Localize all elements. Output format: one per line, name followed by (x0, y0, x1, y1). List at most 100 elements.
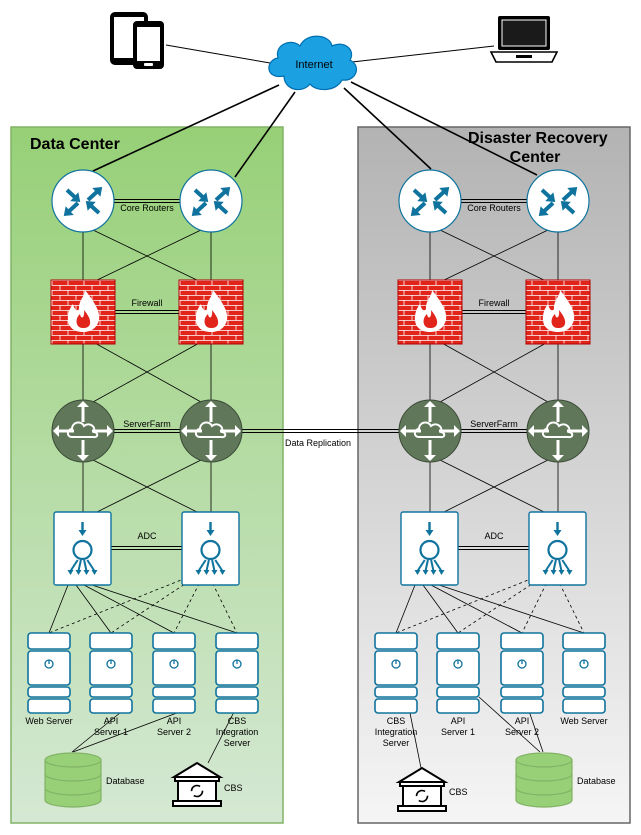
adc-out-arrow (544, 559, 554, 572)
data-center-title: Data Center (30, 136, 120, 153)
database-label-line: Database (577, 776, 616, 786)
server-label-4-line: Integration (216, 727, 259, 737)
cbs-label: CBS (449, 787, 468, 797)
adc-ring (547, 539, 568, 561)
adc-server-link-backup (395, 577, 534, 634)
farm-arrowhead (53, 425, 59, 437)
router-arrowhead (432, 200, 443, 211)
adc-out-arrowhead (430, 570, 437, 575)
adc-out-arrow (211, 559, 216, 572)
flame-shape (195, 290, 228, 332)
adc-out-arrowhead (550, 570, 557, 575)
adc-ring (200, 539, 221, 561)
router-arrowhead (567, 186, 578, 197)
farm-arrowhead (424, 455, 436, 461)
adc-icon (53, 511, 112, 586)
api1-db-link (71, 707, 127, 753)
router-arrowhead (417, 192, 428, 203)
api1-db-link (478, 696, 541, 753)
adc-out-arrowhead (203, 570, 210, 575)
adc-out-arrowhead (83, 570, 90, 575)
cbs-label-line: CBS (224, 783, 243, 793)
farm-arrowhead (205, 401, 217, 407)
server-label-3-line: API (515, 716, 530, 726)
dr-center-title: Disaster Recovery Center (468, 130, 612, 166)
router-icon (398, 169, 462, 233)
server-farm-icon (526, 399, 590, 463)
adc-in-arrowhead (425, 530, 434, 536)
tablet-phone-icon (110, 12, 164, 69)
adc-out-arrowhead (91, 570, 98, 575)
data-replication-label: Data Replication (285, 438, 351, 448)
adc-icon (400, 511, 459, 586)
core-routers-label-line: Core Routers (467, 203, 521, 213)
link-line (92, 229, 202, 283)
link-line (92, 341, 202, 403)
adc-out-arrowhead (75, 570, 82, 575)
flame-shape (414, 290, 447, 332)
adc-out-arrow (77, 559, 82, 572)
adc-label-line: ADC (137, 531, 157, 541)
router-arrowhead (92, 186, 103, 197)
router-arrowhead (213, 200, 224, 211)
server-icon (27, 632, 71, 714)
adc-out-arrow (433, 559, 443, 572)
bank-icon (170, 761, 224, 807)
farm-arrowhead (77, 401, 89, 407)
adc-out-arrowhead (542, 570, 549, 575)
server-icon (374, 632, 418, 714)
server-label-2-line: Server 1 (94, 727, 128, 737)
adc-server-link (75, 584, 112, 634)
dr-title-line-1: Disaster Recovery (468, 130, 608, 147)
link-line (439, 459, 549, 515)
flame-core (551, 310, 566, 328)
router-arrowhead (198, 192, 209, 203)
core-routers-label: Core Routers (467, 203, 521, 213)
database-label: Database (106, 776, 145, 786)
cbs-label-line: CBS (449, 787, 468, 797)
router-icon (526, 169, 590, 233)
adc-out-arrowhead (558, 570, 565, 575)
router-arrowhead (439, 186, 450, 197)
refresh-glyph (415, 789, 429, 803)
core-routers-label: Core Routers (120, 203, 174, 213)
database-label: Database (577, 776, 616, 786)
server-farm-icon (179, 399, 243, 463)
adc-server-link-backup (48, 577, 187, 634)
router-arrowhead (410, 206, 421, 217)
server-label-1-line: CBS (387, 716, 406, 726)
farm-arrowhead (582, 425, 588, 437)
adc-out-arrow (552, 559, 557, 572)
adc-out-arrow (558, 559, 563, 572)
firewall-label-line: Firewall (131, 298, 162, 308)
adc-out-arrowhead (219, 570, 226, 575)
adc-icon (181, 511, 240, 586)
server-label-4-line: Server (224, 738, 251, 748)
internet-dc-link (92, 84, 280, 172)
router-icon (51, 169, 115, 233)
adc-out-arrowhead (422, 570, 429, 575)
adc-out-arrow (197, 559, 207, 572)
server-label-2-line: API (451, 716, 466, 726)
adc-out-arrow (86, 559, 96, 572)
farm-arrowhead (107, 425, 113, 437)
server-label-3-line: API (167, 716, 182, 726)
firewall-icon (50, 279, 116, 345)
adc-out-arrowhead (566, 570, 573, 575)
farm-arrowhead (528, 425, 534, 437)
firewall-label: Firewall (131, 298, 162, 308)
server-farm-icon (398, 399, 462, 463)
server-icon (89, 632, 133, 714)
database-icon (515, 752, 573, 808)
adc-out-arrow (69, 559, 79, 572)
adc-in-arrowhead (78, 530, 87, 536)
server-label-4-line: Web Server (560, 716, 607, 726)
adc-ring (419, 539, 440, 561)
adc-label-line: ADC (484, 531, 504, 541)
serverfarm-label-line: ServerFarm (123, 419, 171, 429)
router-arrowhead (85, 200, 96, 211)
tablet-internet-link (165, 44, 277, 65)
adc-server-link (48, 584, 69, 634)
